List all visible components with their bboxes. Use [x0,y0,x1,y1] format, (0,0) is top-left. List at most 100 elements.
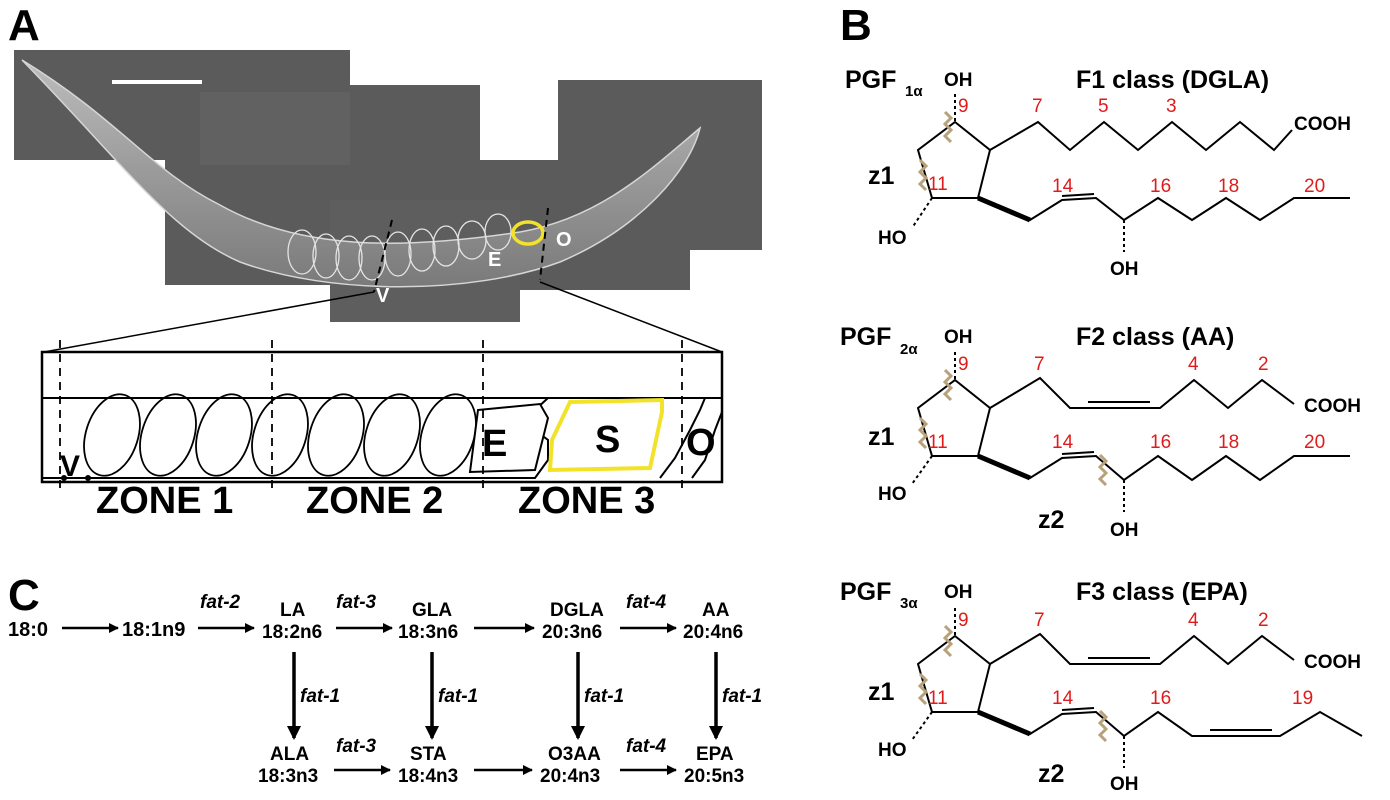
worm-label-o: O [556,229,572,251]
pgf1a-num-11: 11 [928,174,948,195]
pgf2a-num-9: 9 [958,354,969,375]
worm-boundary-spermatheca [539,207,549,281]
pgf2a-num-11: 11 [928,432,948,453]
pgf1a-num-20: 20 [1304,176,1325,197]
node-gla: GLA [412,600,452,621]
pgf2a-num-18: 18 [1218,432,1239,453]
node-o3aa-formula: 20:4n3 [540,766,600,787]
pgf2a-num-7: 7 [1034,354,1045,375]
pgf2a-num-20: 20 [1304,432,1325,453]
pgf2a-oh-bottom: OH [1110,520,1139,541]
panel-c-label: C [8,571,40,620]
schematic-label-e: E [482,423,507,465]
node-o3aa: O3AA [548,744,601,765]
pgf3a-name: PGF [840,578,891,606]
pgf2a-name: PGF [840,323,891,351]
pgf1a-num-14: 14 [1052,176,1074,197]
pgf3a-num-14: 14 [1052,688,1074,709]
pgf1a-name: PGF [845,66,896,94]
schematic-e-cell [468,402,550,474]
pgf3a-oh-bottom: OH [1110,774,1139,795]
structure-pgf2a: PGF 2α F2 class (AA) OH COOH HO OH z1 z2… [840,323,1361,541]
zoom-line-right [539,281,723,353]
pgf2a-subscript: 2α [900,341,918,358]
spermatheca-outline [511,220,545,246]
gonad-schematic: E S O V [40,340,724,492]
pgf2a-num-4: 4 [1188,354,1199,375]
pgf2a-ring [916,378,992,457]
worm-label-v: V [376,285,390,307]
node-sta-formula: 18:4n3 [398,766,458,787]
schematic-label-s: S [595,419,620,461]
pgf2a-cooh: COOH [1304,396,1361,417]
pgf1a-num-16: 16 [1150,176,1171,197]
pgf3a-num-19: 19 [1292,688,1313,709]
enzyme-fat-3-top: fat-3 [336,592,377,613]
node-ala-formula: 18:3n3 [258,766,318,787]
pgf3a-subscript: 3α [900,595,918,612]
pgf3a-num-9: 9 [958,610,969,631]
pgf2a-z2: z2 [1038,506,1064,534]
node-la: LA [280,600,306,621]
node-sta: STA [410,744,447,765]
schematic-embryos [83,393,477,477]
pgf2a-class-title: F2 class (AA) [1076,323,1234,351]
structure-pgf3a: PGF 3α F3 class (EPA) OH COOH HO OH z1 z… [840,578,1363,795]
schematic-spermatheca [547,397,664,473]
pgf3a-num-11: 11 [928,688,948,709]
zone-2-label: ZONE 2 [306,480,443,522]
pgf2a-num-2: 2 [1258,354,1269,375]
pgf3a-z1: z1 [868,678,895,706]
schematic-zone-dividers [59,340,683,492]
pgf2a-z1: z1 [868,423,895,451]
pgf2a-num-14: 14 [1052,432,1074,453]
zone-1-label: ZONE 1 [96,480,233,522]
pgf1a-class-title: F1 class (DGLA) [1076,66,1269,94]
node-dgla: DGLA [550,600,604,621]
pgf1a-num-5: 5 [1098,96,1109,117]
enzyme-fat-4-bottom: fat-4 [626,736,667,757]
pgf1a-z1: z1 [868,162,895,190]
node-epa-formula: 20:5n3 [684,766,744,787]
pgf1a-num-18: 18 [1218,176,1239,197]
pgf1a-ring [916,120,992,199]
zone-3-label: ZONE 3 [518,480,655,522]
worm-label-e: E [488,249,501,271]
enzyme-fat-1-a: fat-1 [300,686,340,707]
pgf1a-cooh: COOH [1294,114,1351,135]
pgf3a-class-title: F3 class (EPA) [1076,578,1248,606]
node-gla-formula: 18:3n6 [398,622,458,643]
pgf1a-ho: HO [878,228,907,249]
pgf3a-oh-top: OH [944,582,973,603]
pgf1a-subscript: 1α [905,83,923,100]
pgf3a-num-2: 2 [1258,610,1269,631]
pgf3a-num-7: 7 [1034,610,1045,631]
enzyme-fat-1-d: fat-1 [722,686,762,707]
fatty-acid-pathway: 18:0 18:1n9 LA 18:2n6 GLA 18:3n6 DGLA 20… [8,592,762,787]
panel-a-label: A [8,1,40,50]
enzyme-fat-1-c: fat-1 [584,686,624,707]
pgf3a-cleavage-mark [917,624,1109,743]
pgf1a-num-3: 3 [1166,96,1177,117]
pgf3a-ring [916,634,992,713]
pgf2a-oh-top: OH [944,327,973,348]
pgf1a-num-7: 7 [1032,96,1043,117]
pgf1a-num-9: 9 [958,96,969,117]
pgf2a-num-16: 16 [1150,432,1171,453]
pgf3a-cooh: COOH [1304,652,1361,673]
pgf1a-oh-top: OH [944,70,973,91]
structure-pgf1a: PGF 1α F1 class (DGLA) OH COOH HO OH z1 … [845,66,1351,280]
node-dgla-formula: 20:3n6 [542,622,602,643]
schematic-label-o: O [686,422,716,464]
node-ala: ALA [270,744,309,765]
node-la-formula: 18:2n6 [262,622,322,643]
pgf3a-ho: HO [878,740,907,761]
enzyme-fat-4-top: fat-4 [626,592,667,613]
node-18-0: 18:0 [8,619,48,641]
node-aa: AA [702,600,730,621]
worm-micrograph: V E O [14,50,762,322]
pgf3a-num-16: 16 [1150,688,1171,709]
pgf3a-num-4: 4 [1188,610,1199,631]
pgf2a-ho: HO [878,484,907,505]
